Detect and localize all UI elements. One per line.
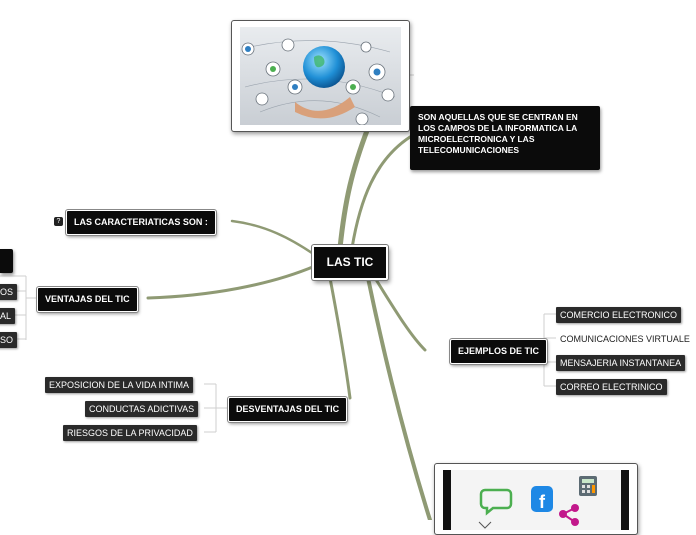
collapse-toggle-icon[interactable]: ?	[54, 217, 63, 226]
social-icons-image-card: f	[434, 463, 638, 535]
facebook-icon: f	[531, 486, 553, 512]
social-icons-illustration: f	[451, 470, 621, 530]
calculator-icon	[579, 476, 597, 496]
chat-bubble-icon	[479, 488, 513, 516]
topic-caracteristicas[interactable]: LAS CARACTERIATICAS SON :	[66, 210, 216, 235]
ventajas-item[interactable]: AL	[0, 308, 16, 324]
ventajas-item[interactable]: OS	[0, 284, 18, 300]
desventajas-item[interactable]: EXPOSICION DE LA VIDA INTIMA	[45, 377, 194, 393]
ejemplos-item[interactable]: COMERCIO ELECTRONICO	[556, 307, 682, 323]
topic-ejemplos[interactable]: EJEMPLOS DE TIC	[450, 339, 548, 364]
central-topic[interactable]: LAS TIC	[312, 245, 388, 280]
definition-node[interactable]: SON AQUELLAS QUE SE CENTRAN EN LOS CAMPO…	[410, 106, 600, 170]
topic-desventajas[interactable]: DESVENTAJAS DEL TIC	[228, 397, 348, 422]
topic-ventajas[interactable]: VENTAJAS DEL TIC	[37, 287, 138, 312]
globe-hand-icon	[240, 27, 401, 125]
desventajas-item[interactable]: RIESGOS DE LA PRIVACIDAD	[63, 425, 197, 441]
tech-image-card	[231, 20, 410, 132]
ejemplos-item[interactable]: COMUNICACIONES VIRTUALE	[560, 334, 690, 344]
ejemplos-item[interactable]: CORREO ELECTRINICO	[556, 379, 667, 395]
ventajas-item[interactable]: SO	[0, 332, 18, 348]
svg-text:f: f	[539, 492, 546, 512]
ejemplos-item[interactable]: MENSAJERIA INSTANTANEA	[556, 355, 686, 371]
desventajas-item[interactable]: CONDUCTAS ADICTIVAS	[85, 401, 199, 417]
hidden-node-edge	[0, 249, 13, 273]
